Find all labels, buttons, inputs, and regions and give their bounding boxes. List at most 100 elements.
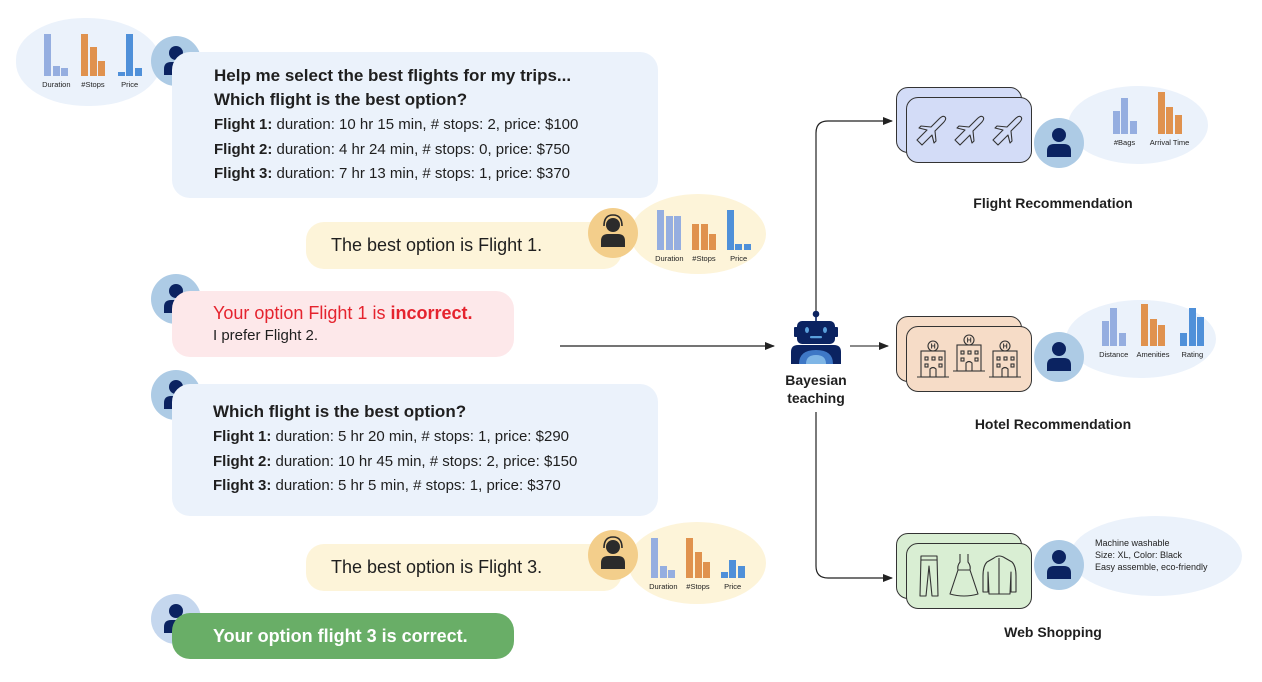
mini-chart-group: [726, 210, 751, 250]
mini-chart-label: #Stops: [81, 80, 105, 89]
mini-chart-bar: [98, 61, 105, 76]
agent-belief-chart-2: Duration #Stops Price: [646, 538, 750, 594]
hotel-card: H: [906, 326, 1032, 392]
mini-chart-bar: [126, 34, 134, 76]
mini-chart-bar: [1101, 320, 1109, 346]
branch-to-flight: [815, 117, 893, 312]
mini-chart-bar: [657, 210, 665, 250]
feedback-bubble-incorrect: Your option Flight 1 is incorrect. I pre…: [172, 291, 514, 357]
support-agent-icon: [601, 536, 625, 569]
pants-icon: [919, 555, 939, 597]
flight-recommendation-title: Flight Recommendation: [973, 195, 1133, 211]
mini-chart-label: Price: [730, 254, 748, 263]
preference-item: Machine washable: [1095, 538, 1170, 548]
agent-belief-chart-1: Duration #Stops Price: [652, 210, 756, 266]
hotel-recommendation-title: Hotel Recommendation: [974, 416, 1132, 432]
mini-chart-bar: [709, 234, 716, 250]
mini-chart-bar: [134, 67, 142, 76]
mini-chart-bar: [720, 572, 728, 578]
mini-chart-group: [117, 34, 142, 76]
mini-chart-bar: [1129, 121, 1137, 134]
mini-chart-bar: [1157, 92, 1165, 134]
flight-option: Flight 1: duration: 10 hr 15 min, # stop…: [214, 116, 579, 133]
feedback-bubble-correct: Your option flight 3 is correct.: [172, 613, 514, 659]
mini-chart-bar: [1180, 333, 1188, 346]
agent-answer-bubble-2: The best option is Flight 3.: [306, 544, 622, 591]
mini-chart-bar: [737, 566, 745, 578]
mini-chart-bar: [665, 216, 673, 250]
feedback-verdict: Your option Flight 1 is incorrect.: [213, 303, 473, 323]
mini-chart-bar: [686, 538, 693, 578]
mini-chart-bar: [694, 552, 702, 578]
mini-chart-label: #Stops: [692, 254, 716, 263]
label-line: teaching: [787, 390, 845, 406]
clothing-icon: [919, 554, 1017, 597]
preference-item: Size: XL, Color: Black: [1095, 550, 1183, 560]
branch-to-shopping: [815, 412, 893, 582]
shopping-card: [906, 543, 1032, 609]
mini-chart-label: Duration: [655, 254, 684, 263]
mini-chart-bar: [89, 46, 97, 76]
mini-chart-bar: [1112, 110, 1120, 134]
label-line: Bayesian: [785, 372, 847, 388]
web-shopping-title: Web Shopping: [1004, 624, 1102, 640]
mini-chart-group: [686, 538, 710, 578]
mini-chart-bar: [1158, 325, 1165, 346]
flight-option: Flight 2: duration: 4 hr 24 min, # stops…: [214, 140, 570, 158]
person-icon: [1047, 342, 1071, 371]
mini-chart-bar: [44, 34, 52, 76]
feedback-verdict: Your option flight 3 is correct.: [213, 626, 468, 646]
robot-icon: [791, 310, 841, 364]
mini-chart-group: [692, 210, 716, 250]
agent-avatar: [588, 530, 638, 580]
shopping-preference-cloud: [1070, 516, 1242, 596]
jacket-icon: [982, 555, 1017, 595]
shopping-preferences: Machine washable Size: XL, Color: Black …: [1095, 537, 1208, 573]
mini-chart-bar: [729, 560, 737, 578]
svg-text:H: H: [931, 344, 936, 351]
mini-chart-label: Rating: [1181, 350, 1204, 359]
mini-chart-bar: [1174, 115, 1182, 134]
mini-chart-bar: [117, 71, 125, 76]
mini-chart-label: Duration: [649, 582, 678, 591]
mini-chart-group: [1157, 92, 1182, 134]
mini-chart-bar: [651, 538, 659, 578]
mini-chart-bar: [81, 34, 88, 76]
bayesian-teaching-label: Bayesian teaching: [770, 371, 862, 407]
mini-chart-bar: [1118, 333, 1126, 346]
mini-chart-bar: [692, 224, 699, 250]
user-preference-cloud: [16, 18, 161, 106]
mini-chart-label: Price: [724, 582, 742, 591]
agent-avatar: [588, 208, 638, 258]
flight-option: Flight 3: duration: 7 hr 13 min, # stops…: [214, 165, 570, 182]
question-line-1: Help me select the best flights for my t…: [214, 66, 572, 85]
user-query-bubble-2: Which flight is the best option? Flight …: [172, 384, 658, 516]
mini-chart-bar: [1149, 318, 1157, 346]
mini-chart-label: #Stops: [686, 582, 710, 591]
agent-answer-bubble-1: The best option is Flight 1.: [306, 222, 622, 269]
mini-chart-group: [720, 538, 745, 578]
flight-card: [906, 97, 1032, 163]
dress-icon: [949, 554, 979, 597]
question-line: Which flight is the best option?: [213, 402, 467, 421]
mini-chart-label: Distance: [1099, 350, 1129, 359]
agent-answer-text: The best option is Flight 3.: [331, 557, 543, 577]
mini-chart-bar: [659, 566, 667, 578]
mini-chart-bar: [703, 562, 710, 578]
person-icon: [1047, 550, 1071, 579]
mini-chart-label: Duration: [42, 80, 71, 89]
flight-option: Flight 3: duration: 5 hr 5 min, # stops:…: [213, 477, 561, 494]
mini-chart-bar: [674, 216, 682, 250]
mini-chart-group: [1101, 304, 1126, 346]
mini-chart-label: Arrival Time: [1149, 138, 1190, 147]
user-query-bubble-1: Help me select the best flights for my t…: [172, 52, 658, 198]
mini-chart-bar: [1141, 304, 1148, 346]
mini-chart-bar: [700, 224, 708, 250]
mini-chart-group: [1141, 304, 1165, 346]
flight-option: Flight 2: duration: 10 hr 45 min, # stop…: [213, 452, 578, 470]
mini-chart-bar: [1121, 98, 1128, 134]
user-avatar: [1034, 540, 1084, 590]
mini-chart-group: [81, 34, 105, 76]
